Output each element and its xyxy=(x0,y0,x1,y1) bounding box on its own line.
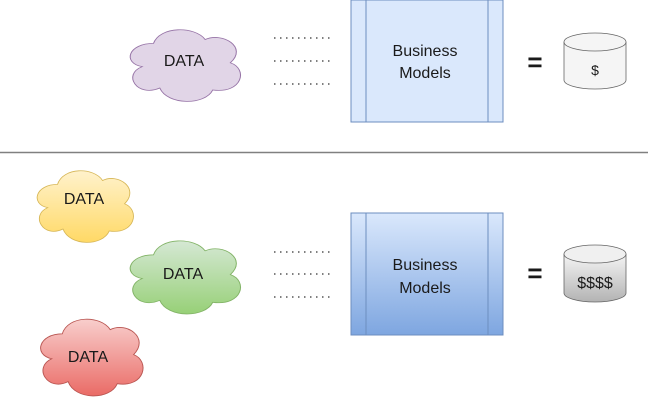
bottom-data-cloud-yellow: DATA xyxy=(36,170,135,243)
bottom-business-models-box: Business Models xyxy=(350,212,504,336)
top-business-label-line2: Models xyxy=(399,65,451,82)
bottom-dotted-connectors xyxy=(274,251,334,298)
database-body xyxy=(563,42,627,90)
top-equals-sign: = xyxy=(527,47,542,77)
bottom-result-label: $$$$ xyxy=(577,275,613,292)
top-data-label: DATA xyxy=(164,53,205,70)
top-dotted-connectors xyxy=(274,37,334,85)
bottom-data-cloud-red: DATA xyxy=(40,318,144,397)
bottom-equals-sign: = xyxy=(527,258,542,288)
bottom-result-database: $$$$ xyxy=(563,244,627,303)
database-body xyxy=(563,254,627,303)
top-result-database: $ xyxy=(563,32,627,90)
process-box xyxy=(350,0,504,123)
bottom-business-label-line2: Models xyxy=(399,280,451,297)
database-top xyxy=(563,32,627,52)
bottom-data-cloud-green: DATA xyxy=(129,240,242,315)
top-business-models-box: Business Models xyxy=(350,0,504,123)
database-top xyxy=(563,244,627,264)
top-business-label-line1: Business xyxy=(393,43,458,60)
process-box xyxy=(350,212,504,336)
bottom-business-label-line1: Business xyxy=(393,257,458,274)
top-data-cloud: DATA xyxy=(129,29,242,102)
green-data-label: DATA xyxy=(163,266,204,283)
top-result-label: $ xyxy=(591,62,599,78)
yellow-data-label: DATA xyxy=(64,191,105,208)
red-data-label: DATA xyxy=(68,349,109,366)
